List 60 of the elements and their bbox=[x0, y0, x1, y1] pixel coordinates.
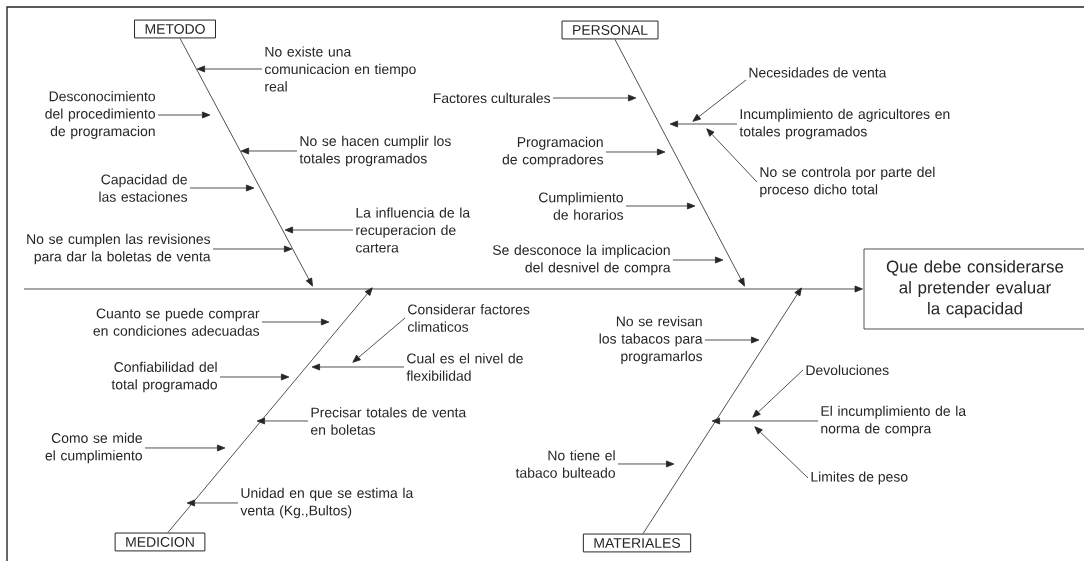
arrow bbox=[752, 369, 804, 418]
effect-box: Que debe considerarse al pretender evaluar la capacidad bbox=[863, 248, 1084, 330]
cause-text: Considerar factores climaticos bbox=[408, 304, 530, 332]
cause-text: No se cumplen las revisiones para dar la boletas de venta bbox=[27, 233, 211, 265]
cause-text: Necesidades de venta bbox=[749, 67, 887, 78]
category-box: PERSONAL bbox=[561, 20, 659, 40]
spine-arrow bbox=[23, 285, 863, 293]
arrow bbox=[669, 120, 738, 128]
cause-text: Precisar totales de venta en boletas bbox=[311, 407, 467, 435]
cause-text: Unidad en que se estima la venta (Kg.,Bultos) bbox=[240, 487, 414, 519]
arrow bbox=[256, 417, 309, 425]
cause-text: No tiene el tabaco bulteado bbox=[515, 450, 615, 478]
bone-arrow bbox=[642, 287, 802, 534]
cause-text: La influencia de la recuperacion de cartera bbox=[356, 207, 471, 253]
category-box: MATERIALES bbox=[582, 533, 692, 553]
arrow bbox=[552, 94, 637, 102]
category-box: MEDICION bbox=[114, 532, 206, 552]
arrow bbox=[704, 336, 760, 344]
arrow bbox=[617, 460, 675, 468]
arrow bbox=[311, 363, 405, 371]
cause-text: No se hacen cumplir los totales programados bbox=[299, 135, 451, 167]
cause-text: Desconocimiento del procedimiento de programacion bbox=[45, 91, 155, 139]
category-box: METODO bbox=[134, 19, 216, 39]
arrow bbox=[706, 128, 758, 183]
cause-text: Como se mide el cumplimiento bbox=[45, 432, 142, 464]
arrow bbox=[284, 226, 354, 234]
arrow bbox=[196, 65, 263, 73]
arrow bbox=[754, 426, 809, 479]
arrow bbox=[157, 111, 211, 119]
cause-text: No se controla por parte del proceso dicho total bbox=[760, 166, 935, 198]
cause-text: Capacidad de las estaciones bbox=[99, 174, 188, 202]
arrow bbox=[672, 256, 724, 264]
arrow bbox=[186, 499, 239, 507]
arrow bbox=[625, 202, 696, 210]
cause-text: Se desconoce la implicacion del desnivel de compra bbox=[492, 244, 671, 276]
arrow bbox=[692, 79, 747, 122]
cause-text: Programacion de compradores bbox=[502, 136, 604, 168]
bone-arrow bbox=[167, 287, 373, 533]
arrow bbox=[219, 373, 290, 381]
cause-text: Cuanto se puede comprar en condiciones adecuadas bbox=[93, 308, 260, 336]
cause-text: Limites de peso bbox=[811, 471, 908, 485]
arrow bbox=[240, 147, 298, 155]
cause-text: Confiabilidad del total programado bbox=[111, 361, 217, 393]
cause-text: El incumplimiento de la norma de compra bbox=[821, 405, 967, 437]
arrow bbox=[189, 184, 255, 192]
bone-arrow bbox=[179, 38, 313, 287]
arrow bbox=[605, 148, 666, 156]
cause-text: No existe una comunicacion en tiempo real bbox=[265, 46, 416, 92]
arrow bbox=[711, 417, 819, 425]
arrow bbox=[261, 318, 330, 326]
cause-text: Cumplimiento de horarios bbox=[539, 192, 624, 220]
arrow bbox=[352, 317, 406, 363]
cause-text: No se revisan los tabacos para programarlos bbox=[599, 316, 703, 364]
cause-text: Cual es el nivel de flexibilidad bbox=[406, 353, 523, 381]
cause-text: Devoluciones bbox=[806, 364, 889, 376]
arrow bbox=[212, 245, 293, 253]
bone-arrow bbox=[614, 39, 745, 287]
arrow bbox=[144, 444, 226, 452]
cause-text: Factores culturales bbox=[433, 92, 551, 104]
cause-text: Incumplimiento de agricultores en totales programados bbox=[739, 108, 950, 140]
